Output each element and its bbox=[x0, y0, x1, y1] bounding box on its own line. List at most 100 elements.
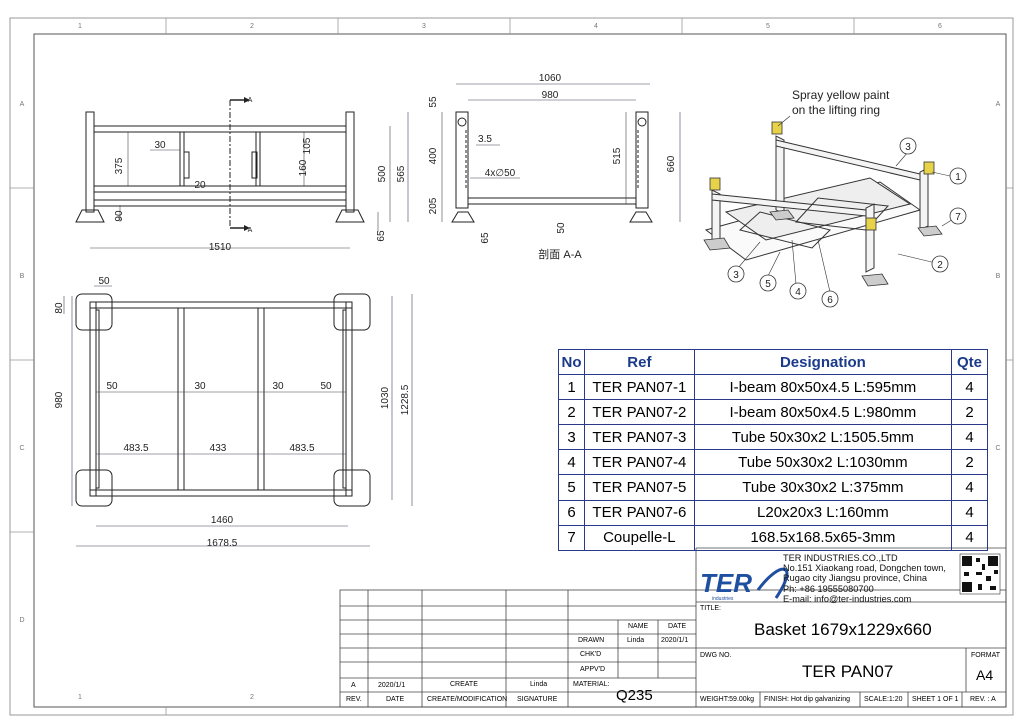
isometric-view bbox=[704, 135, 929, 273]
dimension-label: 980 bbox=[542, 90, 559, 101]
dimension-label: 65 bbox=[376, 230, 387, 242]
bom-cell: 1 bbox=[558, 374, 585, 401]
balloon-number: 7 bbox=[955, 212, 961, 223]
bom-cell: TER PAN07-5 bbox=[583, 474, 695, 501]
company-email: E-mail: info@ter-industries.com bbox=[783, 593, 912, 604]
bom-header: Designation bbox=[693, 348, 953, 376]
rev-signature-cell: Linda bbox=[530, 681, 548, 688]
rev-header: DATE bbox=[386, 696, 405, 703]
dimension-label: 1060 bbox=[539, 73, 562, 84]
dimension-label: 205 bbox=[428, 197, 439, 214]
company-address: Rugao city Jiangsu province, China bbox=[783, 573, 928, 584]
dimension-label: 400 bbox=[428, 147, 439, 164]
drawn-label: DRAWN bbox=[578, 637, 605, 644]
bom-cell: 4 bbox=[951, 499, 988, 526]
balloon-number: 5 bbox=[765, 279, 771, 290]
grid-letter: D bbox=[19, 617, 24, 624]
company-name: TER INDUSTRIES.CO.,LTD bbox=[783, 553, 898, 563]
dimension-label: 483.5 bbox=[123, 443, 148, 454]
grid-number: 6 bbox=[938, 23, 942, 30]
dimension-label: 105 bbox=[302, 137, 313, 154]
name-label: NAME bbox=[628, 623, 649, 630]
bom-cell: 7 bbox=[558, 524, 585, 551]
balloon-number: 3 bbox=[905, 142, 911, 153]
section-caption: 剖面 A-A bbox=[538, 247, 582, 261]
front-view bbox=[75, 100, 365, 228]
revision: REV. : A bbox=[970, 696, 996, 703]
dimension-label: 20 bbox=[194, 180, 206, 191]
grid-number: 1 bbox=[78, 23, 82, 30]
grid-number: 2 bbox=[250, 694, 254, 701]
rev-cell: A bbox=[351, 682, 356, 689]
section-view bbox=[451, 111, 653, 223]
dimension-label: 80 bbox=[54, 302, 65, 314]
bom-header: Ref bbox=[583, 348, 695, 376]
rev-header: SIGNATURE bbox=[517, 696, 558, 703]
weight: WEIGHT:59.00kg bbox=[700, 696, 755, 703]
bom-cell: TER PAN07-2 bbox=[583, 399, 695, 426]
rev-header: REV. bbox=[346, 696, 362, 703]
scale: SCALE:1:20 bbox=[864, 696, 903, 703]
bom-cell: 4 bbox=[951, 424, 988, 451]
dimension-label: 980 bbox=[54, 391, 65, 408]
dimension-label: 30 bbox=[194, 381, 206, 392]
grid-letter: A bbox=[20, 101, 25, 108]
dimension-label: 50 bbox=[320, 381, 332, 392]
grid-letter: B bbox=[20, 273, 25, 280]
grid-number: 2 bbox=[250, 23, 254, 30]
format-value: A4 bbox=[976, 667, 994, 683]
drawing-number: TER PAN07 bbox=[802, 662, 894, 681]
balloon-number: 3 bbox=[733, 270, 739, 281]
top-view bbox=[75, 293, 371, 507]
finish: FINISH: Hot dip galvanizing bbox=[764, 696, 850, 703]
dimension-label: 660 bbox=[666, 155, 677, 172]
grid-number: 3 bbox=[422, 23, 426, 30]
grid-number: 4 bbox=[594, 23, 598, 30]
bom-header-row: No Ref Designation Qte bbox=[558, 348, 988, 376]
dimension-label: 1030 bbox=[380, 386, 391, 409]
grid-number: 1 bbox=[78, 694, 82, 701]
bom-header: No bbox=[558, 348, 585, 376]
dimension-label: 515 bbox=[612, 147, 623, 164]
dimension-label: 1510 bbox=[209, 242, 232, 253]
bom-cell: TER PAN07-3 bbox=[583, 424, 695, 451]
dimension-label: 30 bbox=[272, 381, 284, 392]
dwg-no-label: DWG NO. bbox=[700, 652, 732, 659]
rev-date-cell: 2020/1/1 bbox=[378, 682, 406, 689]
section-mark: A bbox=[248, 227, 253, 234]
grid-number: 5 bbox=[766, 23, 770, 30]
dimension-label: 50 bbox=[556, 222, 567, 234]
bom-cell: Tube 30x30x2 L:375mm bbox=[693, 474, 953, 501]
dimension-label: 565 bbox=[396, 165, 407, 182]
company-logo: TER industries bbox=[700, 567, 789, 602]
balloon-number: 1 bbox=[955, 172, 961, 183]
bom-cell: 168.5x168.5x65-3mm bbox=[693, 524, 953, 551]
bom-cell: 4 bbox=[558, 449, 585, 476]
bom-cell: 2 bbox=[951, 449, 988, 476]
grid-letter: A bbox=[996, 101, 1001, 108]
bom-cell: Tube 50x30x2 L:1505.5mm bbox=[693, 424, 953, 451]
balloon-number: 4 bbox=[795, 287, 801, 298]
dimension-label: 1228.5 bbox=[400, 384, 411, 415]
bom-cell: 2 bbox=[951, 399, 988, 426]
company-address: No.151 Xiaokang road, Dongchen town, bbox=[783, 563, 946, 574]
drawn-name: Linda bbox=[627, 637, 645, 644]
bom-cell: Tube 50x30x2 L:1030mm bbox=[693, 449, 953, 476]
material-label: MATERIAL: bbox=[573, 681, 610, 688]
dimension-label: 375 bbox=[114, 157, 125, 174]
dimension-label: 4x∅50 bbox=[485, 168, 516, 179]
date-label: DATE bbox=[668, 623, 687, 630]
bom-cell: L20x20x3 L:160mm bbox=[693, 499, 953, 526]
bom-cell: 4 bbox=[951, 474, 988, 501]
grid-letter: C bbox=[19, 445, 24, 452]
drawn-date: 2020/1/1 bbox=[661, 637, 689, 644]
rev-modification-cell: CREATE bbox=[450, 681, 478, 688]
dimension-label: 50 bbox=[106, 381, 118, 392]
drawing-title: Basket 1679x1229x660 bbox=[754, 620, 932, 639]
